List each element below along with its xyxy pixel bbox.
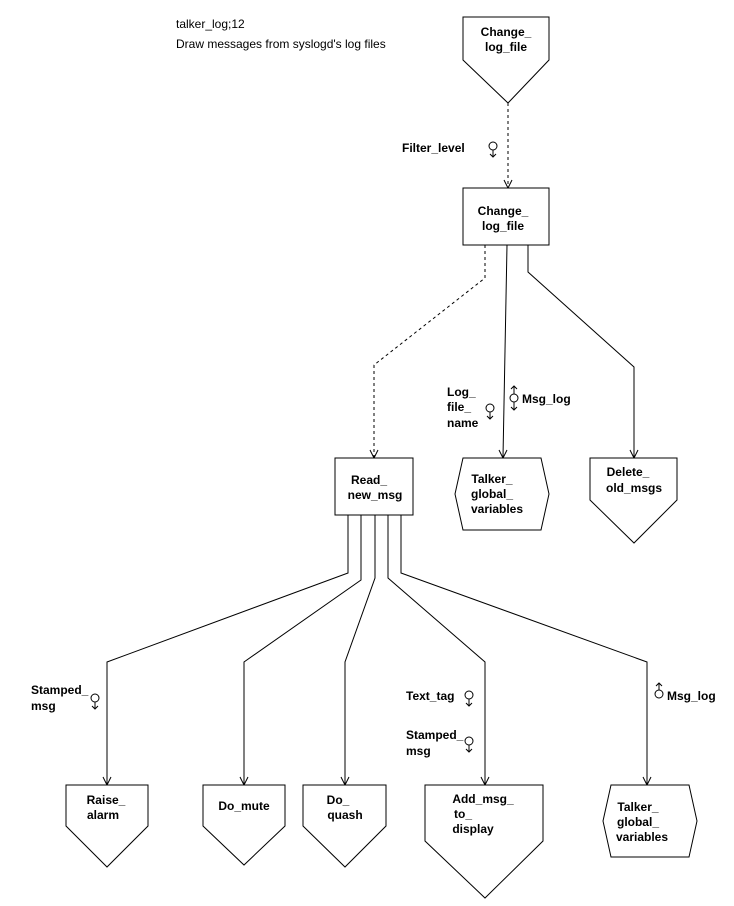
- couple-msg-log-1: Msg_log: [509, 385, 571, 411]
- module-label-line: old_msgs: [606, 481, 662, 495]
- couple-log-file-name: Log_ file_ name: [447, 385, 495, 430]
- couple-label: Msg_log: [522, 392, 571, 406]
- connector-change-to-talker-global-variables: [502, 244, 508, 458]
- diagram-title: talker_log;12: [176, 17, 245, 31]
- module-talker-global-variables-1: Talker_ global_ variables: [454, 457, 550, 531]
- diagram-subtitle: Draw messages from syslogd's log files: [176, 37, 386, 51]
- module-label-line: log_file: [482, 219, 524, 233]
- offpage-connector-shape: [589, 457, 678, 544]
- module-read-new-msg: Read_ new_msg: [334, 457, 414, 516]
- module-label-line: Do_: [327, 793, 350, 807]
- module-raise-alarm: Raise_ alarm: [65, 784, 149, 868]
- down-arrow-icon: [486, 412, 494, 420]
- up-arrow-icon: [510, 385, 518, 394]
- module-label-line: variables: [471, 502, 523, 516]
- module-label-line: display: [452, 822, 494, 836]
- data-couple-icon: [464, 736, 474, 746]
- couple-filter-level: Filter_level: [402, 141, 498, 158]
- down-arrow-icon: [510, 402, 518, 411]
- offpage-connector-shape: [202, 784, 286, 866]
- module-label-line: Raise_: [87, 793, 126, 807]
- module-do-quash: Do_ quash: [302, 784, 387, 868]
- offpage-connector-shape: [302, 784, 387, 868]
- module-label-line: alarm: [87, 808, 119, 822]
- couple-stamped-msg-1: Stamped_ msg: [31, 683, 100, 713]
- connector-read-to-raise-alarm: [106, 515, 349, 784]
- offpage-connector-shape: [462, 16, 550, 104]
- module-delete-old-msgs: Delete_ old_msgs: [589, 457, 678, 544]
- data-couple-icon: [488, 141, 498, 151]
- module-box: [462, 187, 550, 246]
- module-label-line: new_msg: [348, 488, 403, 502]
- module-label-line: to_: [454, 807, 472, 821]
- couple-label: Stamped_: [31, 683, 89, 697]
- offpage-connector-shape: [424, 784, 544, 899]
- module-label-line: Talker_: [617, 800, 658, 814]
- couple-label: Filter_level: [402, 141, 465, 155]
- up-arrow-icon: [655, 682, 663, 690]
- offpage-connector-shape: [65, 784, 149, 868]
- couple-text-tag: Text_tag: [406, 689, 474, 707]
- module-do-mute: Do_mute: [202, 784, 286, 866]
- module-talker-global-variables-2: Talker_ global_ variables: [602, 784, 698, 858]
- module-label-line: Read_: [351, 473, 387, 487]
- data-store-hexagon: [454, 457, 550, 531]
- data-couple-icon: [90, 693, 100, 703]
- couple-label: msg: [31, 699, 56, 713]
- module-label-line: Do_mute: [218, 799, 270, 813]
- connector-read-to-add-msg-to-display: [387, 515, 486, 784]
- couple-label: Text_tag: [406, 689, 454, 703]
- couple-label: Stamped_: [406, 728, 464, 742]
- module-label-line: Change_: [478, 204, 529, 218]
- module-change-log-file-offpage: Change_ log_file: [462, 16, 550, 104]
- couple-stamped-msg-2: Stamped_ msg: [406, 728, 474, 758]
- module-label-line: variables: [616, 830, 668, 844]
- connector-read-to-do-mute: [243, 515, 362, 784]
- data-store-hexagon: [602, 784, 698, 858]
- module-change-log-file: Change_ log_file: [462, 187, 550, 246]
- module-label-line: Delete_: [607, 465, 650, 479]
- couple-label: name: [447, 416, 479, 430]
- couple-msg-log-2: Msg_log: [654, 682, 716, 703]
- connector-read-to-talker-global-variables: [400, 515, 648, 784]
- module-label-line: global_: [617, 815, 659, 829]
- module-label-line: Change_: [481, 25, 532, 39]
- connector-read-to-do-quash: [344, 515, 376, 784]
- module-label-line: Talker_: [471, 472, 512, 486]
- module-label-line: quash: [327, 808, 362, 822]
- module-label-line: Add_msg_: [452, 792, 514, 806]
- couple-label: Log_: [447, 385, 476, 399]
- module-add-msg-to-display: Add_msg_ to_ display: [424, 784, 544, 899]
- data-couple-icon: [654, 689, 664, 699]
- data-couple-icon: [464, 690, 474, 700]
- data-couple-icon: [509, 393, 519, 403]
- connectors: [102, 103, 652, 787]
- couple-label: file_: [447, 400, 471, 414]
- down-arrow-icon: [465, 745, 473, 753]
- connector-change-to-read-new-msg: [373, 245, 486, 457]
- data-couple-icon: [485, 403, 495, 413]
- down-arrow-icon: [489, 150, 497, 158]
- couple-label: msg: [406, 744, 431, 758]
- module-label-line: log_file: [485, 40, 527, 54]
- down-arrow-icon: [91, 702, 99, 710]
- down-arrow-icon: [465, 699, 473, 707]
- couple-label: Msg_log: [667, 689, 716, 703]
- module-label-line: global_: [471, 487, 513, 501]
- connector-change-to-delete-old-msgs: [527, 245, 635, 457]
- module-box: [334, 457, 414, 516]
